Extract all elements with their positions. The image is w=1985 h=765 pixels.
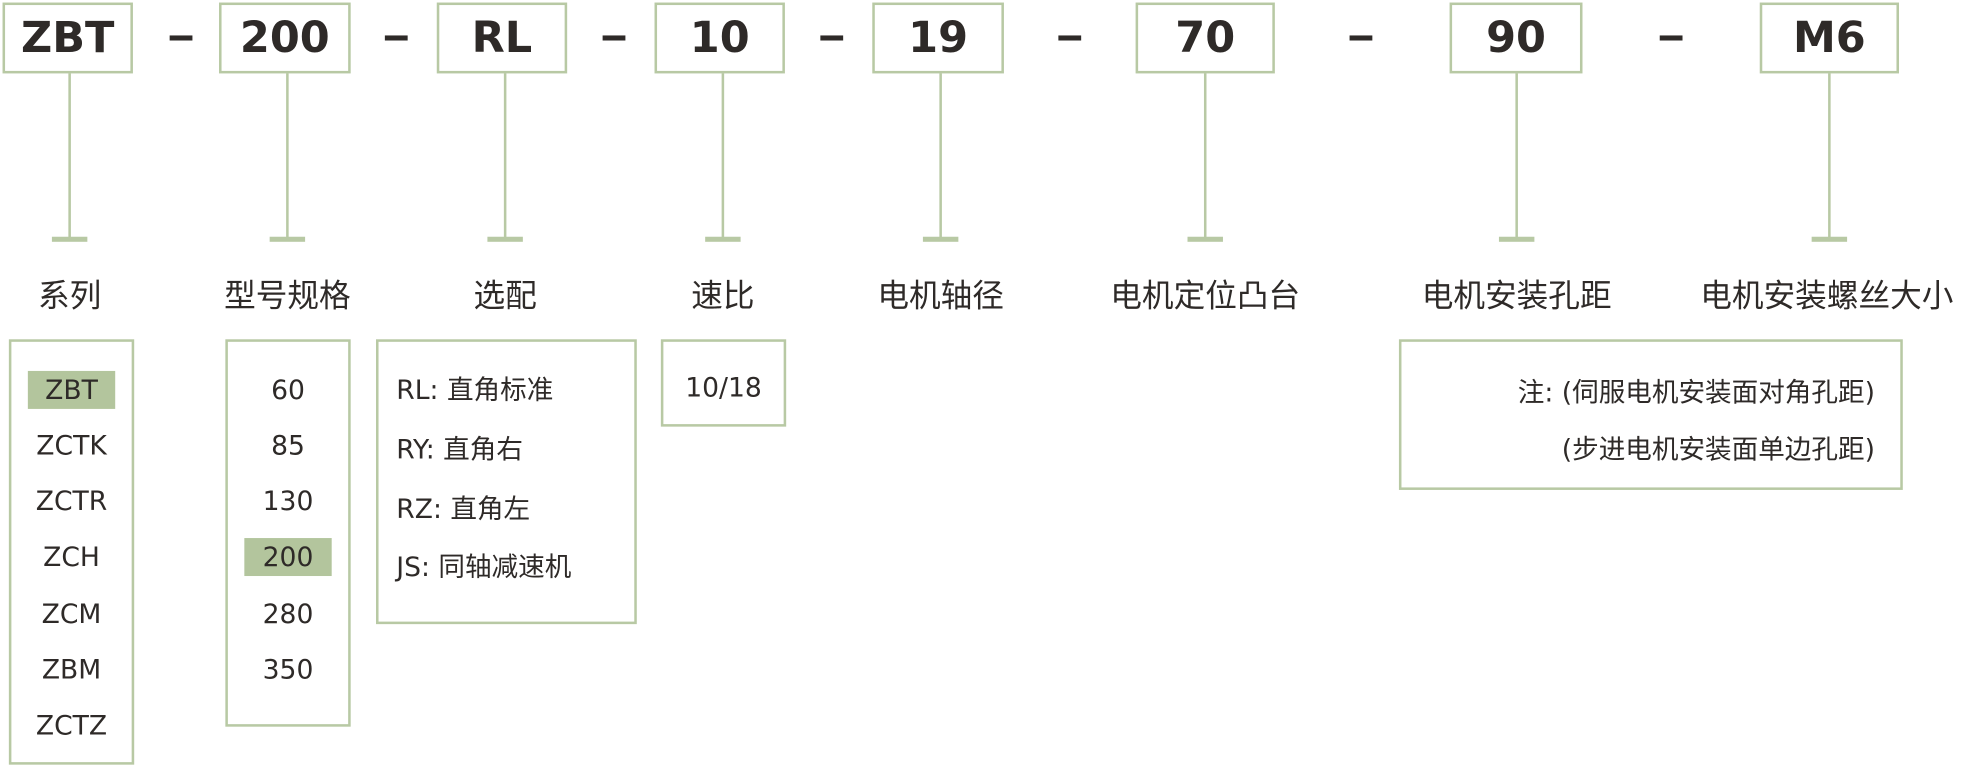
list-item: ZCH [43, 541, 100, 573]
list-item: 85 [271, 430, 305, 461]
series-list: ZBT ZCTK ZCTR ZCH ZCM ZBM ZCTZ [8, 339, 135, 765]
label-size: 型号规格 [224, 277, 351, 314]
separator-dash [1659, 35, 1683, 41]
connector-tick [1498, 236, 1535, 242]
separator-dash [820, 35, 844, 41]
separator-dash [1349, 35, 1373, 41]
list-item: 200 [228, 538, 348, 577]
label-option: 选配 [473, 277, 537, 314]
separator-dash [602, 35, 626, 41]
connector-tick [1811, 236, 1848, 242]
connector-line [1515, 73, 1518, 241]
note-box: 注: (伺服电机安装面对角孔距) (步进电机安装面单边孔距) [1398, 339, 1903, 490]
connector-line [286, 73, 289, 241]
list-item: ZCTZ [35, 710, 108, 741]
code-ratio: 10 [654, 2, 785, 74]
list-item: RZ: 直角左 [396, 493, 531, 525]
connector-tick [269, 236, 306, 242]
code-screw-size: M6 [1759, 2, 1899, 74]
code-series: ZBT [2, 2, 133, 74]
connector-line [1828, 73, 1831, 241]
list-item: ZBM [41, 654, 102, 685]
selected-highlight: 200 [244, 538, 332, 577]
list-item: ZCM [41, 598, 102, 630]
note-line: (步进电机安装面单边孔距) [1561, 434, 1875, 465]
list-item: RY: 直角右 [396, 434, 523, 465]
note-line: 注: (伺服电机安装面对角孔距) [1517, 377, 1875, 408]
ratio-list: 10/18 [660, 339, 787, 427]
connector-tick [487, 236, 523, 242]
connector-tick [705, 236, 741, 242]
connector-line [721, 73, 725, 241]
separator-dash [384, 35, 408, 41]
list-item: ZBT [11, 370, 131, 409]
label-shaft: 电机轴径 [877, 277, 1004, 314]
connector-line [503, 73, 507, 241]
connector-tick [922, 236, 959, 242]
code-hole-distance: 90 [1449, 2, 1583, 74]
list-item: 10/18 [685, 372, 762, 403]
list-item: 280 [262, 598, 314, 630]
label-series: 系列 [37, 277, 102, 314]
connector-tick [51, 236, 88, 242]
list-item: RL: 直角标准 [396, 374, 554, 406]
list-item: 130 [262, 486, 314, 517]
list-item: 60 [271, 374, 305, 406]
option-list: RL: 直角标准 RY: 直角右 RZ: 直角左 JS: 同轴减速机 [376, 339, 637, 625]
label-hole-distance: 电机安装孔距 [1421, 277, 1612, 314]
code-boss: 70 [1135, 2, 1275, 74]
connector-line [1203, 73, 1207, 241]
code-shaft: 19 [872, 2, 1004, 74]
code-size: 200 [219, 2, 351, 74]
size-list: 60 85 130 200 280 350 [225, 339, 351, 727]
label-boss: 电机定位凸台 [1110, 277, 1301, 314]
list-item: ZCTK [36, 430, 107, 461]
connector-line [68, 73, 71, 241]
label-screw-size: 电机安装螺丝大小 [1700, 277, 1954, 314]
list-item: ZCTR [35, 486, 108, 517]
separator-dash [1058, 35, 1082, 41]
separator-dash [169, 35, 193, 41]
connector-tick [1187, 236, 1223, 242]
connector-line [939, 73, 942, 241]
selected-highlight: ZBT [27, 370, 116, 409]
code-option: RL [436, 2, 568, 74]
list-item: JS: 同轴减速机 [396, 551, 572, 583]
list-item: 350 [262, 654, 314, 685]
label-ratio: 速比 [691, 277, 755, 314]
